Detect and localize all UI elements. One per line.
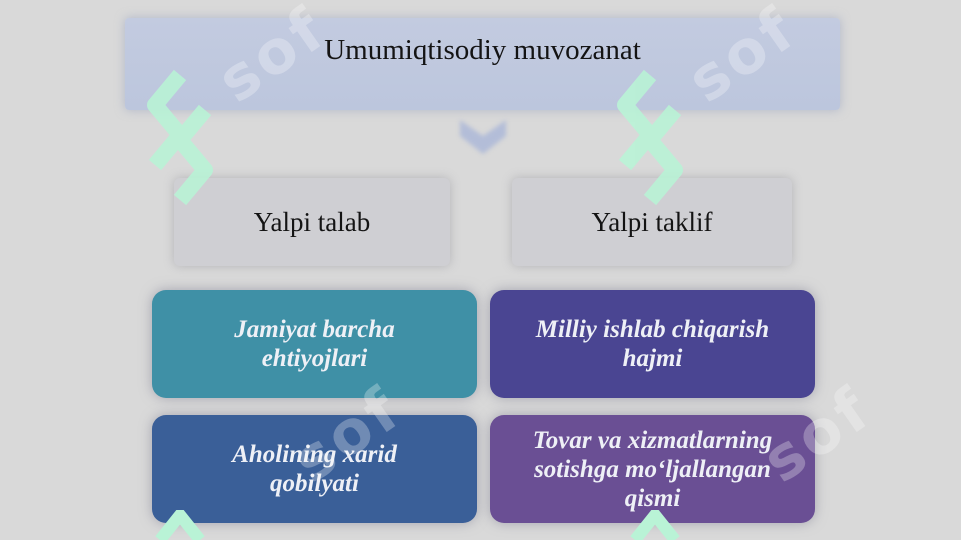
card-line: qismi [624, 484, 681, 512]
header-yalpi-talab: Yalpi talab [174, 178, 450, 266]
card-line: ehtiyojlari [261, 345, 368, 372]
card-line: hajmi [622, 345, 683, 372]
card-line: Milliy ishlab chiqarish [535, 316, 770, 343]
card-line: Jamiyat barcha [234, 316, 395, 343]
card-tovar-va-xizmatlar: Tovar va xizmatlarning sotishga mo‘ljall… [490, 415, 815, 523]
card-line: qobilyati [270, 470, 359, 497]
card-milliy-ishlab-chiqarish: Milliy ishlab chiqarish hajmi [490, 290, 815, 398]
card-line: sotishga mo‘ljallangan [534, 455, 771, 483]
diagram-title: Umumiqtisodiy muvozanat [324, 34, 641, 66]
card-line: Aholining xarid [232, 441, 397, 468]
card-line: Tovar va xizmatlarning [532, 426, 773, 454]
down-chevron-arrow [460, 120, 506, 154]
title-box: Umumiqtisodiy muvozanat [125, 18, 840, 110]
card-jamiyat-ehtiyojlari: Jamiyat barcha ehtiyojlari [152, 290, 477, 398]
card-aholining-xarid-qobilyati: Aholining xarid qobilyati [152, 415, 477, 523]
header-yalpi-taklif: Yalpi taklif [512, 178, 792, 266]
